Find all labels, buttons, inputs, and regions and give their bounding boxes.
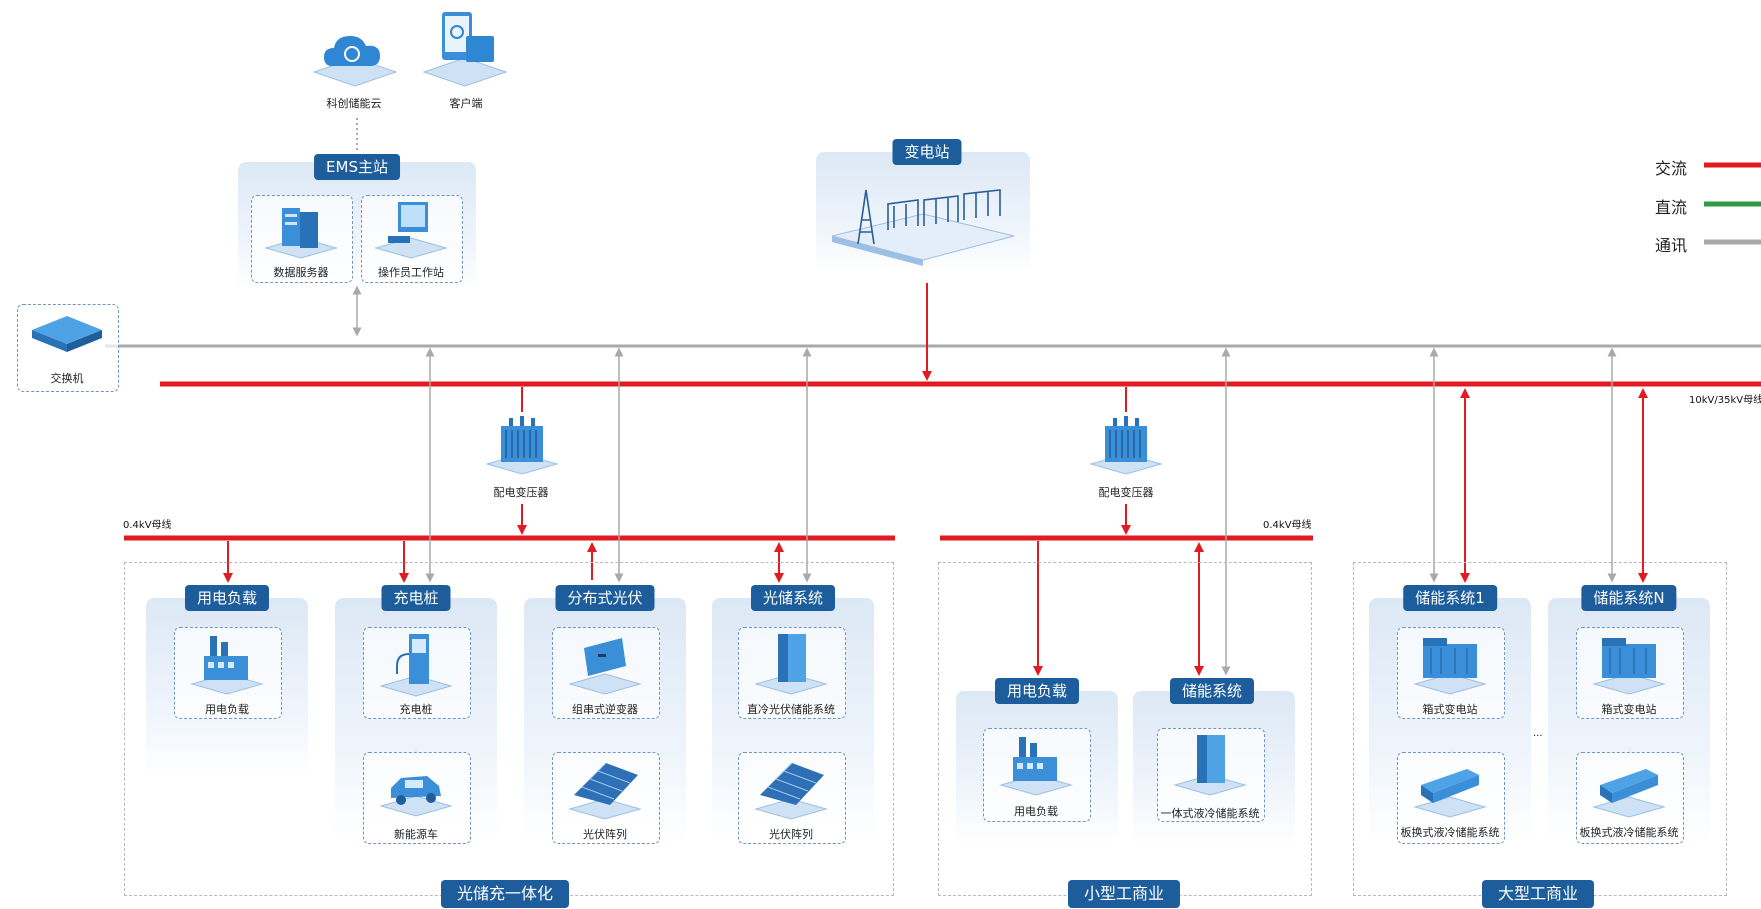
g1-storage-pv-label: 光伏阵列 (769, 828, 813, 841)
g3-s1-box-label: 箱式变电站 (1422, 703, 1478, 716)
electric-car-icon (379, 776, 453, 817)
g1-load-item-label: 用电负载 (205, 703, 249, 716)
client-device-icon (422, 12, 508, 87)
workstation-label: 操作员工作站 (378, 266, 444, 279)
container-storage-icon (1413, 769, 1487, 818)
legend-dc-label: 直流 (1655, 198, 1688, 217)
box-substation-icon (1592, 638, 1666, 695)
workstation-icon (374, 202, 448, 259)
cloud-icon (312, 36, 398, 87)
storage-cabinet-icon (1173, 735, 1247, 796)
g2-storage-title: 储能系统 (1169, 678, 1255, 704)
legend-comm-label: 通讯 (1655, 236, 1688, 255)
transformer1-label: 配电变压器 (493, 486, 549, 499)
g1-charger-item-label: 充电桩 (399, 703, 433, 716)
substation-icon (831, 189, 1015, 266)
g1-charger-title: 充电桩 (381, 585, 451, 611)
g1-ev-label: 新能源车 (394, 828, 438, 841)
data-server-label: 数据服务器 (273, 266, 329, 279)
storage-cabinet-icon (754, 634, 828, 695)
solar-panel-icon (754, 762, 828, 820)
g1-load-title: 用电负载 (184, 585, 270, 611)
box-substation-icon (1413, 638, 1487, 695)
transformer2-label: 配电变压器 (1098, 486, 1154, 499)
charging-pile-icon (379, 634, 453, 697)
legend-ac-label: 交流 (1655, 159, 1688, 178)
switch-icon (32, 316, 102, 352)
low-bus-left-label: 0.4kV母线 (123, 520, 172, 531)
g3-s1-title: 储能系统1 (1403, 585, 1497, 611)
low-bus-mid-label: 0.4kV母线 (1263, 520, 1312, 531)
group3-name: 大型工商业 (1481, 880, 1595, 908)
transformer-icon (1089, 416, 1163, 475)
g2-storage-item-label: 一体式液冷储能系统 (1160, 807, 1260, 820)
factory-icon (190, 636, 264, 695)
server-icon (264, 208, 338, 259)
g3-ellipsis: ... (1533, 728, 1543, 739)
g3-sn-liquid-label: 板换式液冷储能系统 (1579, 826, 1679, 839)
g1-storage-title: 光储系统 (750, 585, 836, 611)
group2-name: 小型工商业 (1067, 880, 1181, 908)
ems-title: EMS主站 (314, 154, 400, 180)
g3-sn-box-label: 箱式变电站 (1601, 703, 1657, 716)
transformer-icon (485, 416, 559, 475)
g3-sn-title: 储能系统N (1581, 585, 1677, 611)
main-bus-label: 10kV/35kV母线 (1689, 395, 1761, 406)
factory-icon (999, 737, 1073, 796)
group1-name: 光储充一体化 (440, 880, 570, 908)
g1-pv-title: 分布式光伏 (555, 585, 655, 611)
g2-load-title: 用电负载 (994, 678, 1080, 704)
container-storage-icon (1592, 769, 1666, 818)
client-label: 客户端 (449, 97, 483, 110)
g2-load-item-label: 用电负载 (1014, 805, 1058, 818)
g3-s1-liquid-label: 板换式液冷储能系统 (1400, 826, 1500, 839)
g1-pv-array-label: 光伏阵列 (583, 828, 627, 841)
solar-panel-icon (568, 762, 642, 820)
g1-storage-item-label: 直冷光伏储能系统 (747, 703, 835, 716)
switch-label: 交换机 (50, 372, 84, 385)
cloud-label: 科创储能云 (326, 97, 382, 110)
substation-title: 变电站 (892, 139, 962, 165)
inverter-icon (568, 638, 642, 695)
g1-inverter-label: 组串式逆变器 (572, 703, 638, 716)
